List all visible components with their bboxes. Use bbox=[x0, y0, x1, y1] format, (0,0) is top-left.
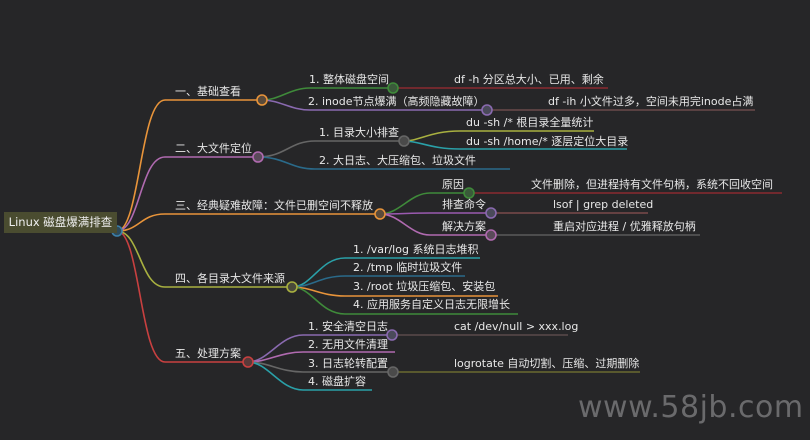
note-cause[interactable]: 文件删除，但进程持有文件句柄，系统不回收空间 bbox=[531, 178, 773, 191]
node-dir-size-check[interactable]: 1. 目录大小排查 bbox=[319, 126, 399, 139]
note-df-h[interactable]: df -h 分区总大小、已用、剩余 bbox=[454, 73, 604, 86]
node-app-logs[interactable]: 4. 应用服务自定义日志无限增长 bbox=[353, 298, 510, 311]
node-clear-logs[interactable]: 1. 安全清空日志 bbox=[308, 320, 388, 333]
branch-large-file-locate[interactable]: 二、大文件定位 bbox=[175, 142, 252, 155]
branch-deleted-not-released[interactable]: 三、经典疑难故障：文件已删空间不释放 bbox=[175, 199, 373, 212]
node-check-command[interactable]: 排查命令 bbox=[442, 198, 486, 211]
watermark: www.58jb.com bbox=[578, 390, 804, 425]
branch-basic-check[interactable]: 一、基础查看 bbox=[175, 85, 241, 98]
node-cause[interactable]: 原因 bbox=[442, 178, 464, 191]
note-df-ih[interactable]: df -ih 小文件过多，空间未用完inode占满 bbox=[548, 95, 754, 108]
node-inode-full[interactable]: 2. inode节点爆满（高频隐藏故障） bbox=[308, 95, 485, 108]
note-lsof[interactable]: lsof | grep deleted bbox=[553, 198, 654, 211]
note-restart-process[interactable]: 重启对应进程 / 优雅释放句柄 bbox=[553, 220, 696, 233]
note-du-root[interactable]: du -sh /* 根目录全量统计 bbox=[466, 116, 594, 129]
note-cat-dev-null[interactable]: cat /dev/null > xxx.log bbox=[454, 320, 579, 333]
note-logrotate[interactable]: logrotate 自动切割、压缩、过期删除 bbox=[454, 357, 640, 370]
branch-large-file-sources[interactable]: 四、各目录大文件来源 bbox=[175, 272, 285, 285]
node-cleanup-files[interactable]: 2. 无用文件清理 bbox=[308, 338, 388, 351]
node-var-log[interactable]: 1. /var/log 系统日志堆积 bbox=[353, 243, 479, 256]
node-logrotate-config[interactable]: 3. 日志轮转配置 bbox=[308, 357, 388, 370]
root-node[interactable]: Linux 磁盘爆满排查 bbox=[4, 212, 117, 233]
node-overall-disk-space[interactable]: 1. 整体磁盘空间 bbox=[309, 73, 389, 86]
node-tmp[interactable]: 2. /tmp 临时垃圾文件 bbox=[353, 261, 463, 274]
node-root-dir[interactable]: 3. /root 垃圾压缩包、安装包 bbox=[353, 280, 496, 293]
note-du-home[interactable]: du -sh /home/* 逐层定位大目录 bbox=[466, 135, 629, 148]
node-large-logs-archives[interactable]: 2. 大日志、大压缩包、垃圾文件 bbox=[319, 154, 476, 167]
branch-solutions[interactable]: 五、处理方案 bbox=[175, 347, 241, 360]
node-solution[interactable]: 解决方案 bbox=[442, 220, 486, 233]
node-disk-expand[interactable]: 4. 磁盘扩容 bbox=[308, 375, 366, 388]
